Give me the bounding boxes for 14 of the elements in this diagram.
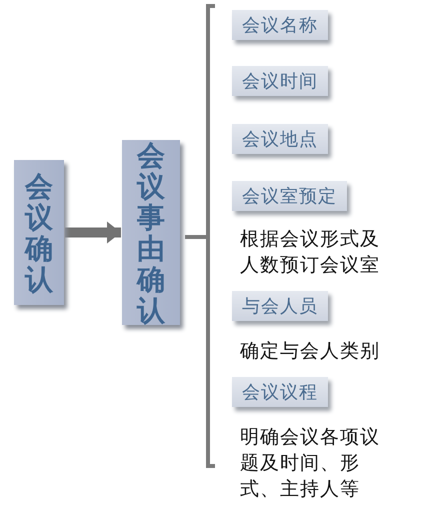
box-label: 会议事由确认 xyxy=(136,140,166,326)
description-text: 确定与会人类别 xyxy=(240,339,381,364)
description-text: 明确会议各项议题及时间、形式、主持人等 xyxy=(240,425,381,502)
vertical-box xyxy=(14,160,64,305)
heading-box: 会议地点 xyxy=(232,124,328,154)
arrow xyxy=(65,222,121,244)
heading-box: 会议议程 xyxy=(232,377,328,407)
heading-box: 会议名称 xyxy=(232,10,328,40)
vertical-box xyxy=(122,140,180,325)
box-label: 会议确认 xyxy=(24,170,54,294)
heading-box: 会议时间 xyxy=(232,66,328,96)
heading-box: 会议室预定 xyxy=(232,181,347,211)
heading-box: 与会人员 xyxy=(232,291,328,321)
description-text: 根据会议形式及人数预订会议室 xyxy=(240,227,381,278)
